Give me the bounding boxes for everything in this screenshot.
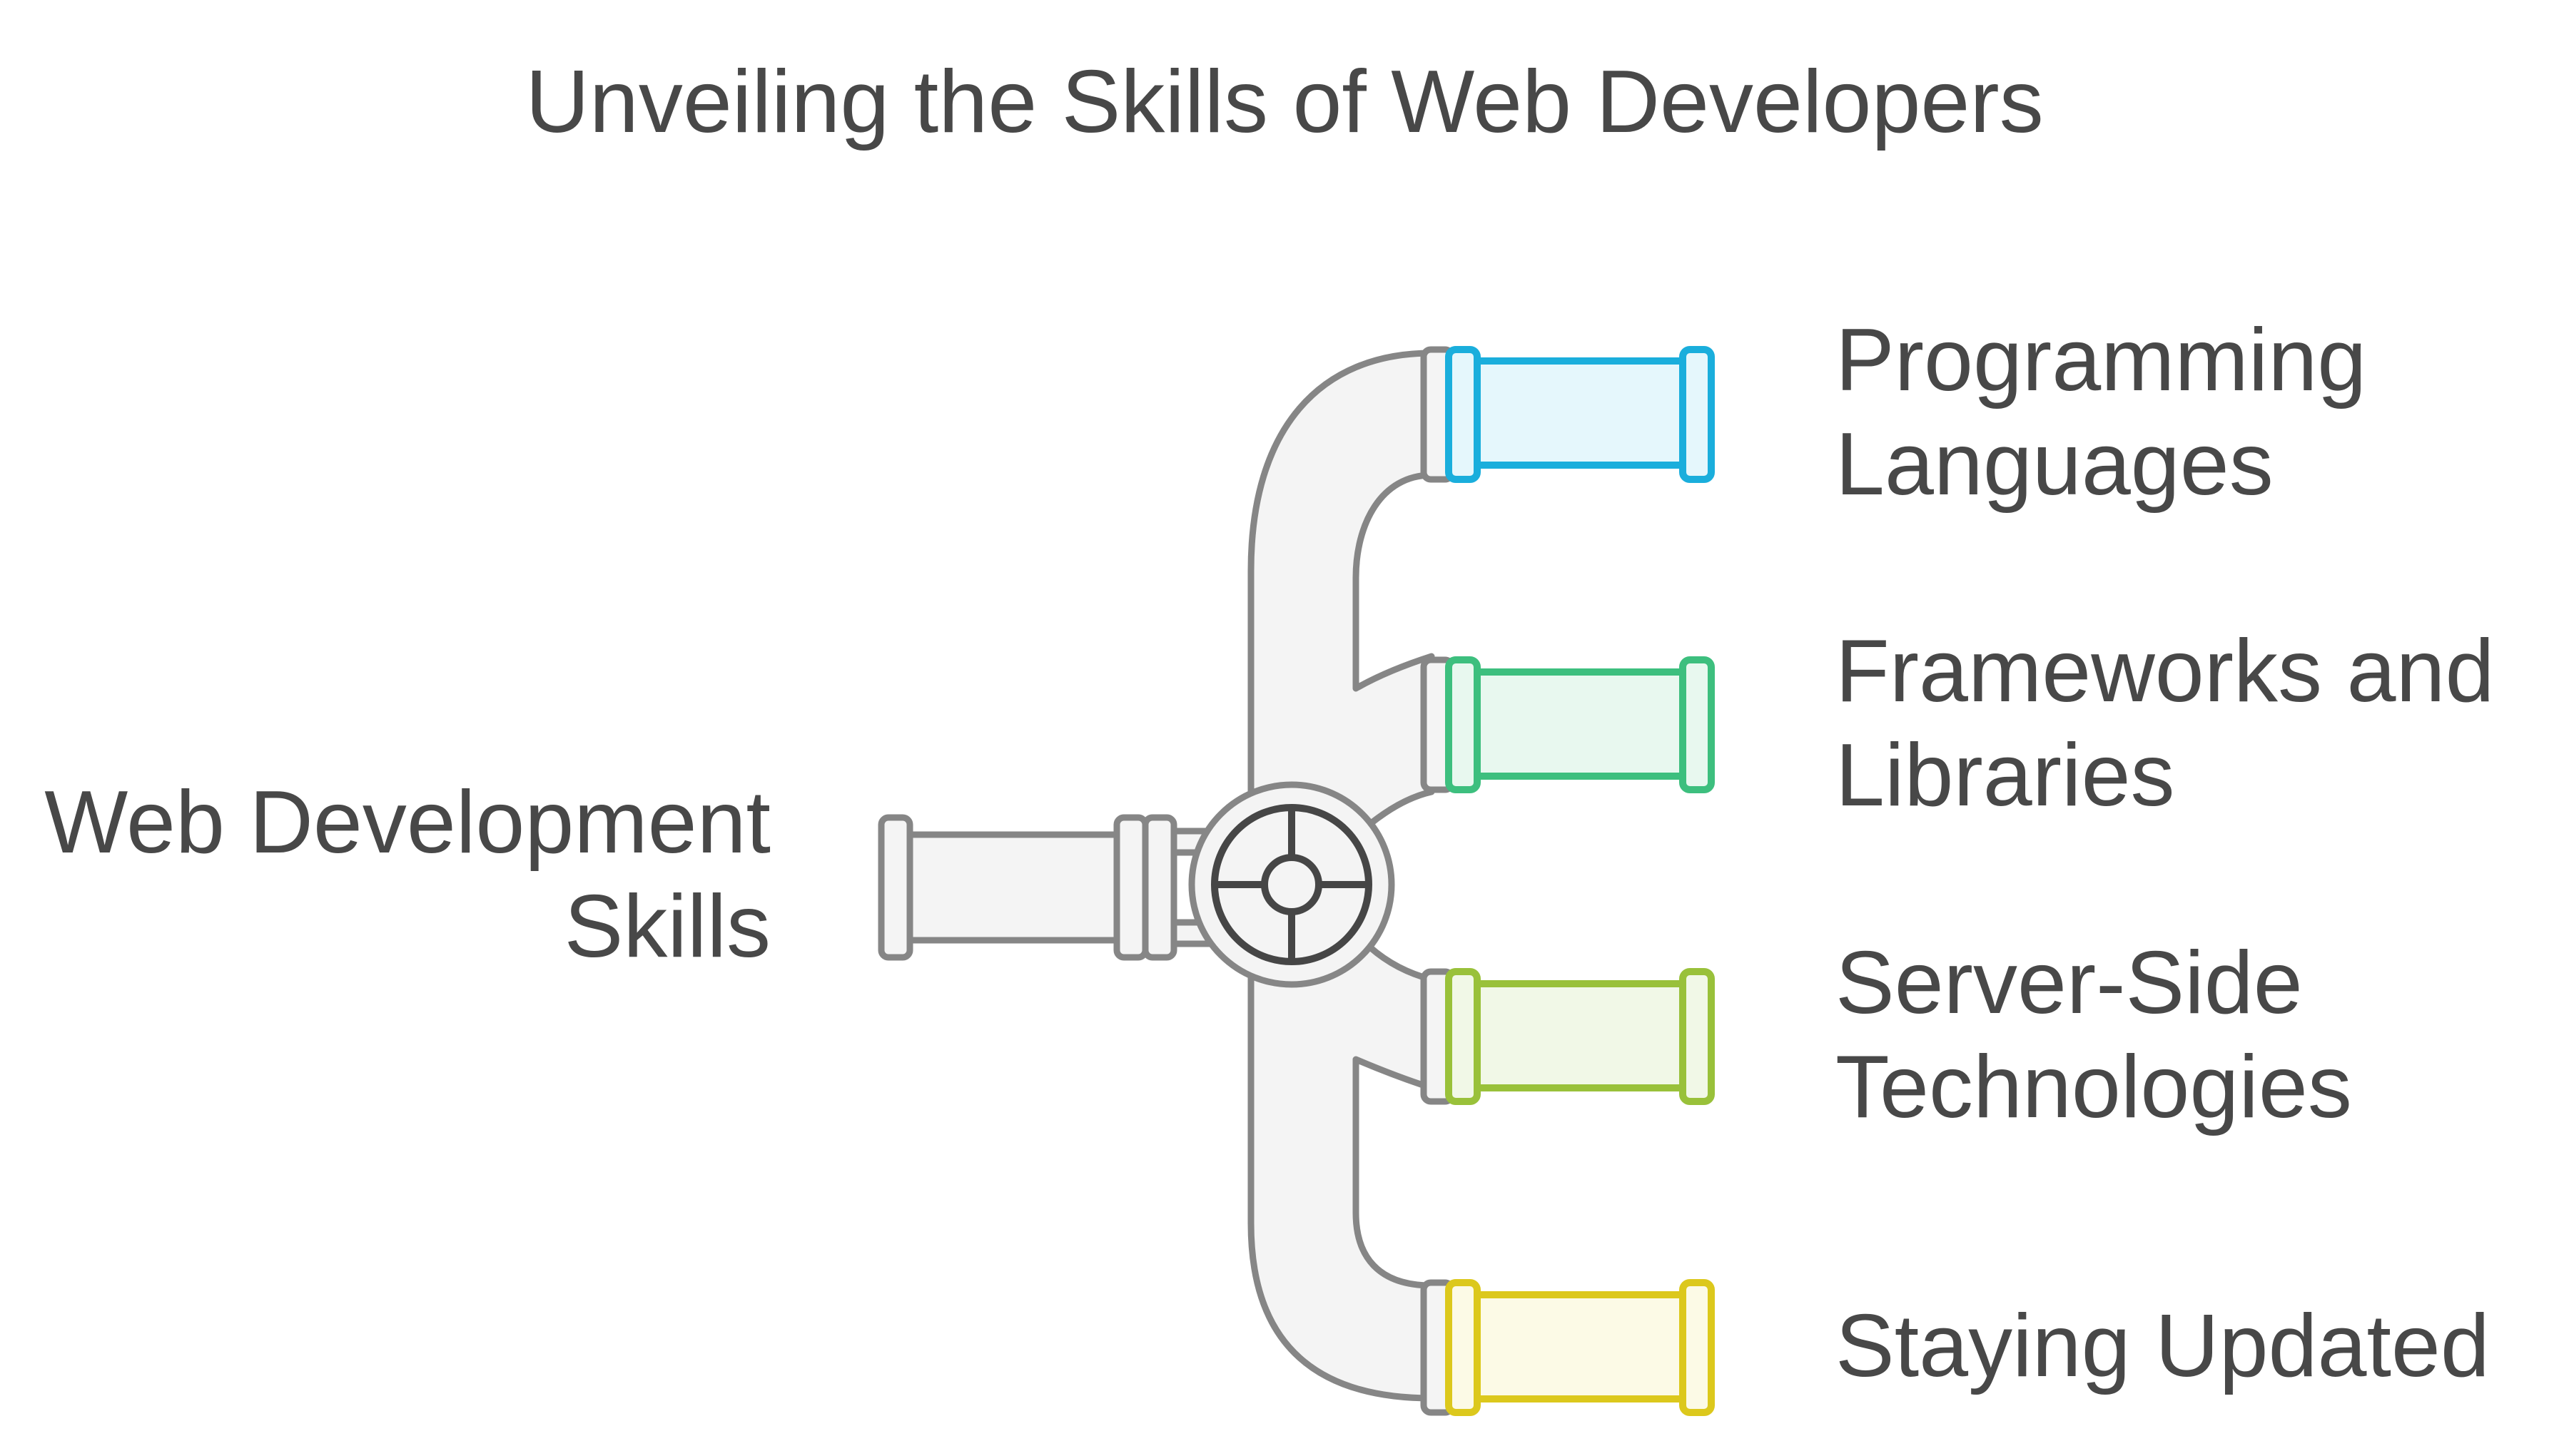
source-pipe <box>878 814 1212 961</box>
diagram-title: Unveiling the Skills of Web Developers <box>525 53 2044 151</box>
branch-label-frameworks-and-libraries: Frameworks and Libraries <box>1835 622 2495 825</box>
branch-label-staying-updated: Staying Updated <box>1835 1297 2490 1395</box>
branch-label-server-side-technologies: Server-Side Technologies <box>1835 934 2352 1136</box>
branch-pipe-staying-updated <box>1445 1279 1715 1416</box>
valve-icon <box>1188 781 1395 988</box>
source-label: Web Development Skills <box>44 773 771 976</box>
branch-pipe-server-side-technologies <box>1445 968 1715 1105</box>
branch-label-programming-languages: Programming Languages <box>1835 311 2367 514</box>
branch-pipe-programming-languages <box>1445 346 1715 483</box>
branch-pipe-frameworks-and-libraries <box>1445 656 1715 793</box>
